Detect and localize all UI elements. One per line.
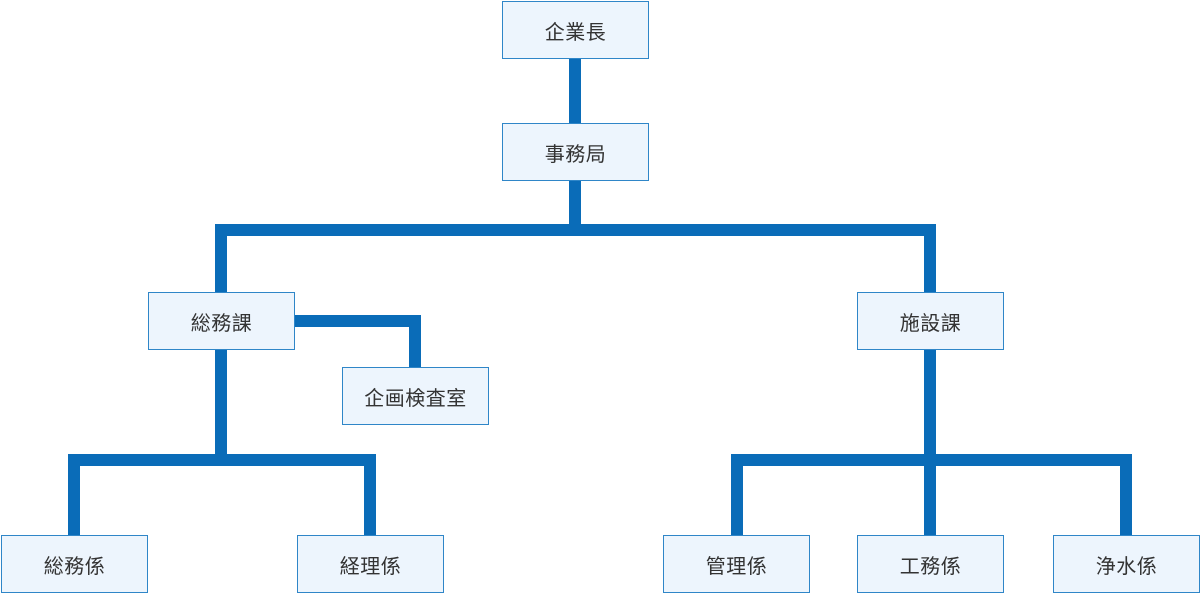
node-secretariat-label: 事務局 <box>544 141 607 166</box>
connector-general-planning <box>294 315 421 367</box>
node-water-purification-section: 浄水係 <box>1053 535 1200 593</box>
node-water-purification-section-label: 浄水係 <box>1095 553 1158 578</box>
node-accounting-section: 経理係 <box>297 535 444 593</box>
node-general-affairs-section-label: 総務係 <box>43 553 106 578</box>
node-management-section-label: 管理係 <box>705 553 768 578</box>
connector-division-branch <box>215 224 936 292</box>
node-accounting-section-label: 経理係 <box>339 553 402 578</box>
node-works-section-label: 工務係 <box>899 553 962 578</box>
node-general-affairs-section: 総務係 <box>1 535 148 593</box>
node-ceo-label: 企業長 <box>544 19 607 44</box>
node-facilities-division: 施設課 <box>857 292 1004 350</box>
node-secretariat: 事務局 <box>502 123 649 181</box>
node-management-section: 管理係 <box>663 535 810 593</box>
connector-general-sections-branch <box>68 454 376 535</box>
node-general-affairs-division-label: 総務課 <box>190 310 253 335</box>
node-facilities-division-label: 施設課 <box>899 310 962 335</box>
node-ceo: 企業長 <box>502 1 649 59</box>
connector-facilities-sections-branch <box>731 454 1132 535</box>
node-planning-inspection-office: 企画検査室 <box>342 367 489 425</box>
node-general-affairs-division: 総務課 <box>148 292 295 350</box>
node-planning-inspection-office-label: 企画検査室 <box>364 385 467 410</box>
node-works-section: 工務係 <box>857 535 1004 593</box>
